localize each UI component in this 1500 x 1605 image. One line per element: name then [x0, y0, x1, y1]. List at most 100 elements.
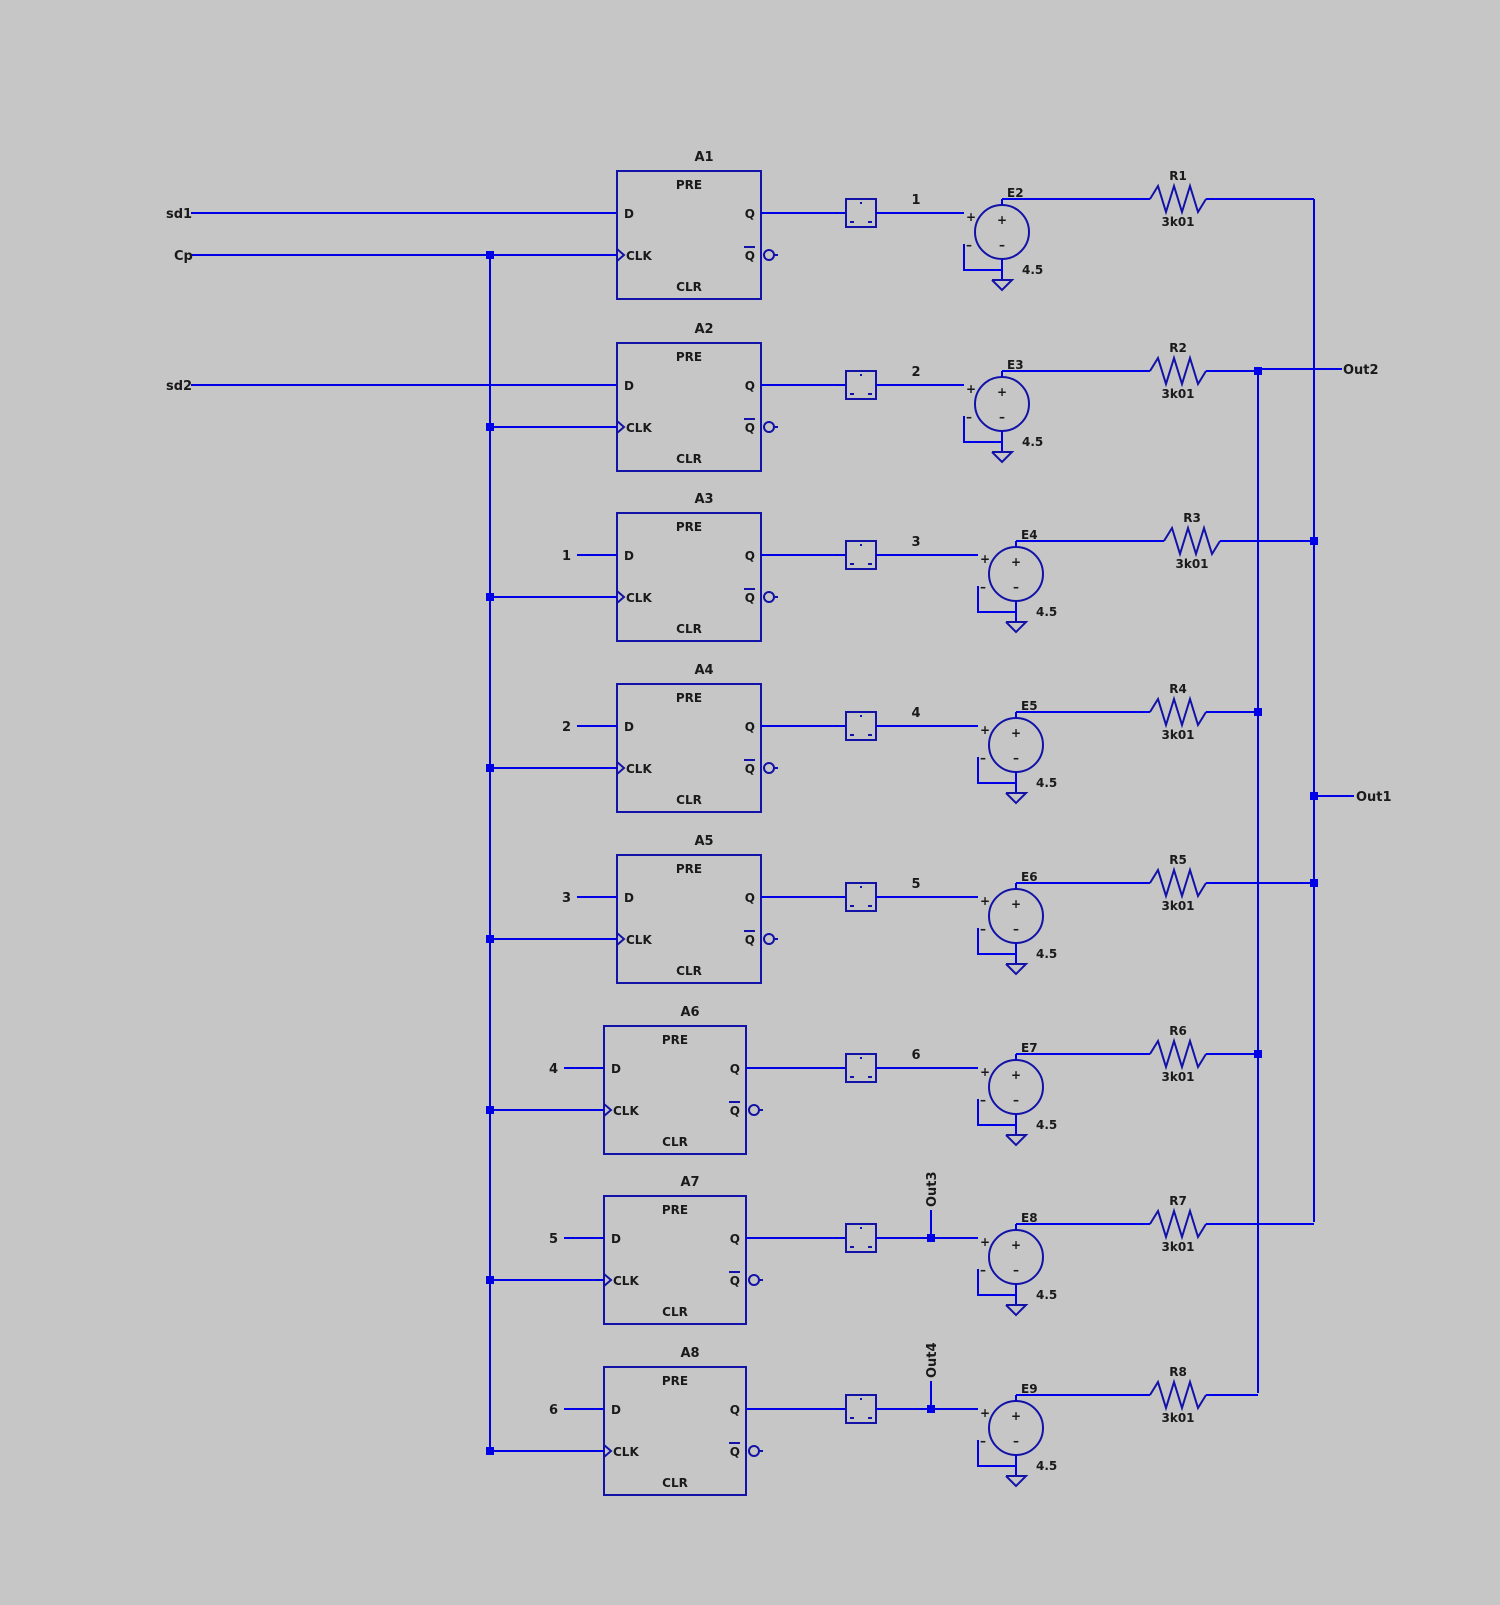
qbar-bubble: [748, 1274, 760, 1286]
source-minus-sign: –: [999, 410, 1005, 424]
pin-label-qbar: Q: [745, 933, 755, 947]
resistor-ref-label: R8: [1169, 1365, 1187, 1379]
flipflop-body: [603, 1366, 747, 1496]
pin-label-qbar: Q: [730, 1274, 740, 1288]
pin-label-clk: CLK: [626, 421, 652, 435]
source-value-label: 4.5: [1036, 776, 1057, 790]
net-label: 6: [911, 1048, 920, 1063]
resistor-zigzag: [1149, 1207, 1207, 1241]
voltage-source-e2: +–+–E24.5: [963, 186, 1043, 292]
voltage-source-e3: +–+–E34.5: [963, 358, 1043, 464]
resistor-r2: R2 3k01: [1149, 341, 1207, 401]
control-minus-sign: –: [966, 410, 972, 424]
source-plus-sign: +: [1011, 726, 1021, 740]
control-ground-wire: [977, 1269, 1016, 1296]
pin-label-q: Q: [745, 720, 755, 734]
bus-junction: [1310, 537, 1318, 545]
flipflop-body: [616, 170, 762, 300]
clock-triangle: [616, 761, 626, 775]
voltage-source-e8: +–+–E84.5: [977, 1211, 1057, 1317]
pin-label-clr: CLR: [662, 1476, 688, 1490]
pin-label-d: D: [624, 379, 634, 393]
pin-label-d: D: [624, 207, 634, 221]
clock-junction: [486, 593, 494, 601]
buffer: [845, 1394, 877, 1424]
pin-label-clr: CLR: [676, 280, 702, 294]
voltage-source-e6: +–+–E64.5: [977, 870, 1057, 976]
d-net-label: 6: [549, 1403, 558, 1418]
source-plus-sign: +: [997, 213, 1007, 227]
control-minus-sign: –: [980, 751, 986, 765]
pin-label-q: Q: [730, 1232, 740, 1246]
source-value-label: 4.5: [1022, 435, 1043, 449]
bus-junction: [1254, 708, 1262, 716]
buffer: [845, 198, 877, 228]
resistor-value-label: 3k01: [1161, 387, 1194, 401]
ground-icon: [1005, 1304, 1029, 1317]
net-label: 3: [911, 535, 920, 550]
clock-triangle: [603, 1103, 613, 1117]
port-label-sd1: sd1: [166, 207, 192, 222]
clock-triangle: [616, 590, 626, 604]
source-minus-sign: –: [999, 238, 1005, 252]
probe-label: Out3: [925, 1171, 940, 1207]
buffer: [845, 540, 877, 570]
ground-icon: [1005, 621, 1029, 634]
bus-junction: [1310, 879, 1318, 887]
qbar-bubble: [763, 762, 775, 774]
flipflop-body: [603, 1195, 747, 1325]
source-plus-sign: +: [1011, 1409, 1021, 1423]
control-minus-sign: –: [966, 238, 972, 252]
source-plus-sign: +: [1011, 555, 1021, 569]
resistor-value-label: 3k01: [1161, 1411, 1194, 1425]
pin-label-qbar: Q: [730, 1445, 740, 1459]
pin-label-clk: CLK: [626, 591, 652, 605]
qbar-bubble: [763, 421, 775, 433]
resistor-ref-label: R2: [1169, 341, 1187, 355]
ground-icon: [1005, 1475, 1029, 1488]
voltage-source-e5: +–+–E54.5: [977, 699, 1057, 805]
pin-label-qbar: Q: [745, 421, 755, 435]
bus-wires: [191, 199, 1354, 1451]
pin-label-q: Q: [745, 891, 755, 905]
pin-label-pre: PRE: [662, 1374, 688, 1388]
port-label-out1: Out1: [1356, 790, 1392, 805]
pin-label-clr: CLR: [676, 964, 702, 978]
pin-label-pre: PRE: [662, 1203, 688, 1217]
buffer: [845, 1053, 877, 1083]
pin-label-clk: CLK: [626, 249, 652, 263]
buffer: [845, 370, 877, 400]
source-ref-label: E9: [1021, 1382, 1038, 1396]
qbar-bubble: [763, 933, 775, 945]
resistor-r8: R8 3k01: [1149, 1365, 1207, 1425]
d-net-label: 3: [562, 891, 571, 906]
flipflop-ref-label: A5: [694, 834, 713, 849]
ground-icon: [1005, 792, 1029, 805]
resistor-zigzag: [1149, 1037, 1207, 1071]
source-plus-sign: +: [1011, 1238, 1021, 1252]
flipflop-ref-label: A6: [680, 1005, 699, 1020]
pin-label-pre: PRE: [676, 520, 702, 534]
pin-label-qbar: Q: [745, 249, 755, 263]
source-value-label: 4.5: [1036, 605, 1057, 619]
pin-label-qbar: Q: [745, 762, 755, 776]
source-plus-sign: +: [1011, 897, 1021, 911]
source-minus-sign: –: [1013, 580, 1019, 594]
resistor-ref-label: R6: [1169, 1024, 1187, 1038]
source-value-label: 4.5: [1036, 1118, 1057, 1132]
source-ref-label: E3: [1007, 358, 1024, 372]
resistor-ref-label: R7: [1169, 1194, 1187, 1208]
pin-label-clr: CLR: [662, 1305, 688, 1319]
resistor-value-label: 3k01: [1161, 728, 1194, 742]
